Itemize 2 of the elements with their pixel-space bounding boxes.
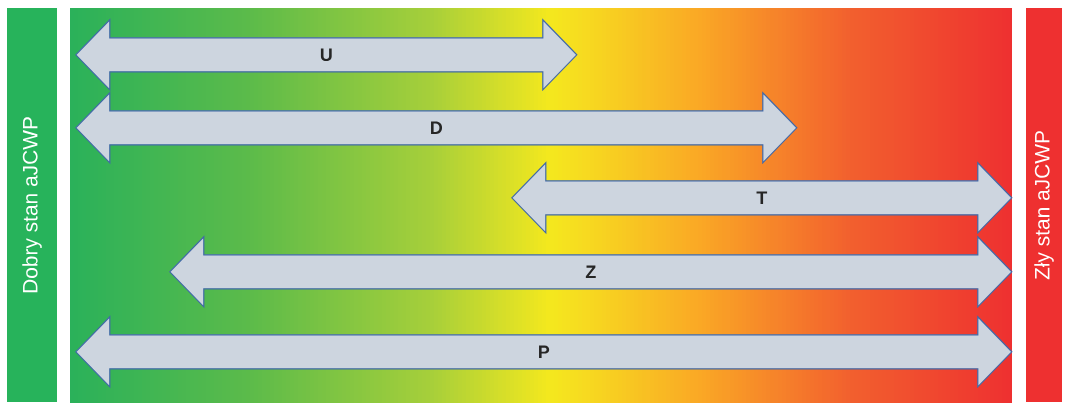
state-band: Zły stan aJCWP: [1026, 8, 1062, 402]
state-band: Dobry stan aJCWP: [7, 8, 57, 402]
